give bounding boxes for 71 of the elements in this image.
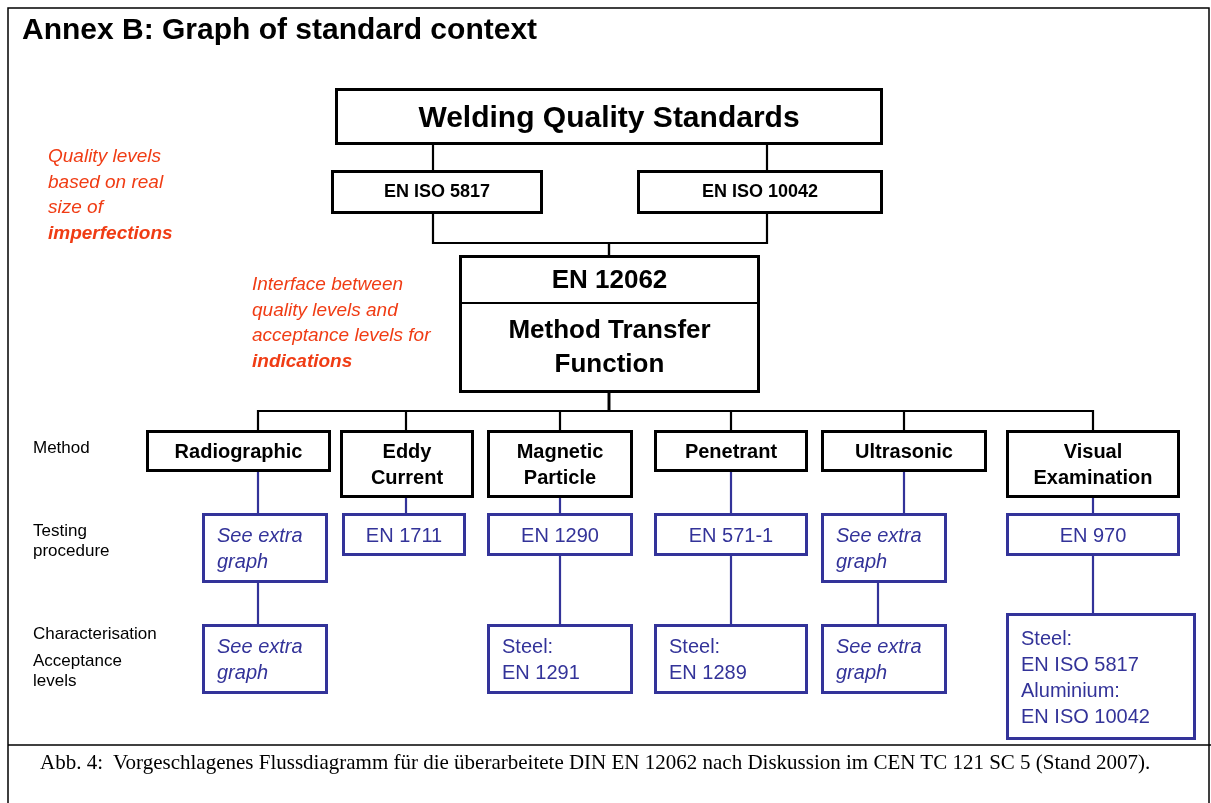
process-box xyxy=(340,430,474,498)
row-label: Acceptance levels xyxy=(33,651,123,692)
standard-box xyxy=(487,513,633,556)
node-text: EN ISO 5817 xyxy=(382,180,492,204)
node-text: EN 1291 xyxy=(502,660,581,685)
node-heading: EN 12062 xyxy=(462,258,757,304)
process-box xyxy=(1006,430,1180,498)
standard-box xyxy=(654,624,808,694)
standard-box xyxy=(1006,613,1196,740)
connector-line xyxy=(404,498,408,513)
row-label: Method xyxy=(33,438,91,459)
node-text: EN ISO 10042 xyxy=(1021,703,1151,729)
connector-line xyxy=(431,145,435,170)
node-text: Eddy Current xyxy=(369,439,445,490)
node-text: See extra graph xyxy=(217,634,304,685)
node-text: Welding Quality Standards xyxy=(417,99,801,135)
connector-line xyxy=(1091,498,1095,513)
node-text: See extra graph xyxy=(836,523,923,574)
node-text: EN 571-1 xyxy=(687,522,775,548)
connector-line xyxy=(558,556,562,624)
process-box xyxy=(146,430,331,472)
node-text: Steel: xyxy=(669,634,722,659)
node-text: Penetrant xyxy=(683,439,779,464)
node-text: Steel: xyxy=(502,634,555,659)
connector-line xyxy=(607,214,769,255)
standard-box xyxy=(821,513,947,583)
connector-line xyxy=(876,583,880,624)
node-text: Method Transfer Function xyxy=(507,313,712,380)
standard-box xyxy=(202,513,328,583)
annotation-note: Interface between quality levels and acceptance levels for indications xyxy=(252,272,432,373)
standard-box xyxy=(342,513,466,556)
standard-box xyxy=(654,513,808,556)
node-text: EN 970 xyxy=(1058,522,1128,548)
diagram-title: Annex B: Graph of standard context xyxy=(22,12,538,46)
node-text: Visual Examination xyxy=(1032,439,1154,490)
standard-box xyxy=(821,624,947,694)
standard-box xyxy=(487,624,633,694)
node-text: EN 1711 xyxy=(364,522,444,548)
node-text: EN ISO 5817 xyxy=(1021,651,1140,677)
connector-line xyxy=(558,498,562,513)
connector-line xyxy=(902,472,906,513)
process-box xyxy=(331,170,543,214)
node-text: Ultrasonic xyxy=(854,439,954,464)
process-box xyxy=(487,430,633,498)
connector-line xyxy=(729,472,733,513)
process-box xyxy=(459,255,760,393)
standard-box xyxy=(1006,513,1180,556)
process-box xyxy=(637,170,883,214)
node-text: Steel: xyxy=(1021,625,1074,651)
node-text: See extra graph xyxy=(217,523,304,574)
standard-box xyxy=(202,624,328,694)
connector-line xyxy=(607,393,1095,430)
connector-line xyxy=(729,556,733,624)
annotation-note: Quality levels based on real size of imperfections xyxy=(48,144,174,245)
figure-caption: Abb. 4: Vorgeschlagenes Flussdiagramm für die überarbeitete DIN EN 12062 nach Diskussion im CEN TC 121 SC 5 (Stand 2007). xyxy=(40,750,1152,776)
process-box xyxy=(335,88,883,145)
node-text: See extra graph xyxy=(836,634,923,685)
connector-line xyxy=(765,145,769,170)
connector-line xyxy=(256,583,260,624)
node-text: Magnetic Particle xyxy=(515,439,605,490)
row-label: Testing procedure xyxy=(33,521,111,562)
process-box xyxy=(821,430,987,472)
node-text: EN 1290 xyxy=(520,522,600,548)
node-text: Aluminium: xyxy=(1021,677,1121,703)
connector-line xyxy=(1091,556,1095,613)
process-box xyxy=(654,430,808,472)
node-text: EN ISO 10042 xyxy=(700,180,820,204)
node-text: EN 1289 xyxy=(669,660,748,685)
connector-line xyxy=(256,472,260,513)
node-text: Radiographic xyxy=(173,439,304,464)
row-label: Characterisation xyxy=(33,624,158,645)
